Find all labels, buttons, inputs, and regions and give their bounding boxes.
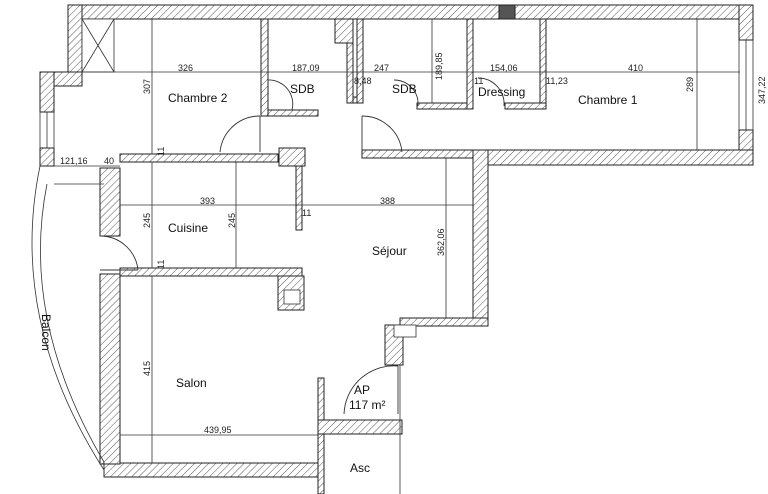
balcony-outline [31, 165, 105, 477]
dim-410: 410 [628, 63, 643, 73]
dim-11-b: 11 [302, 208, 311, 218]
room-label-balcon: Balcon [39, 314, 53, 351]
dim-43995: 439,95 [204, 425, 232, 435]
dim-1123: 11,23 [546, 76, 568, 86]
room-label-chambre1: Chambre 1 [578, 93, 638, 107]
dim-415: 415 [142, 361, 152, 376]
doors [99, 77, 505, 415]
dim-848: 8,48 [354, 76, 372, 86]
dim-245-b: 245 [227, 213, 237, 228]
room-label-asc: Asc [350, 461, 370, 475]
dim-34722: 347,22 [757, 76, 767, 104]
window-right [738, 40, 754, 130]
area-badge-value: 117 m² [349, 398, 385, 412]
dim-11-d: 11 [474, 76, 483, 86]
dim-289: 289 [685, 77, 695, 92]
dim-326: 326 [178, 63, 193, 73]
partition-lines [54, 19, 740, 494]
room-label-chambre2: Chambre 2 [168, 91, 228, 105]
dim-36206: 362,06 [436, 228, 446, 256]
dim-18985: 189,85 [434, 52, 444, 80]
dim-393: 393 [200, 196, 215, 206]
dim-11-a: 11 [156, 147, 166, 156]
dim-12116: 121,16 [60, 156, 88, 166]
room-label-sejour: Séjour [372, 244, 407, 258]
duct-shaft [81, 18, 115, 73]
shaft-box [393, 324, 417, 338]
dim-15406: 154,06 [490, 63, 518, 73]
room-label-sdb1: SDB [290, 82, 315, 96]
dim-245-a: 245 [142, 213, 152, 228]
room-label-cuisine: Cuisine [168, 221, 208, 235]
dim-388: 388 [380, 196, 395, 206]
room-label-sdb2: SDB [392, 82, 417, 96]
area-badge-title: AP [354, 383, 370, 397]
dim-11-c: 11 [156, 260, 166, 269]
dim-40: 40 [104, 156, 114, 166]
dim-307: 307 [142, 79, 152, 94]
exterior-walls [39, 4, 754, 494]
room-label-salon: Salon [176, 376, 207, 390]
dim-187: 187,09 [292, 63, 320, 73]
window-left [39, 112, 55, 148]
dim-247: 247 [374, 63, 389, 73]
vent-box [283, 289, 301, 305]
room-label-dressing: Dressing [478, 85, 525, 99]
